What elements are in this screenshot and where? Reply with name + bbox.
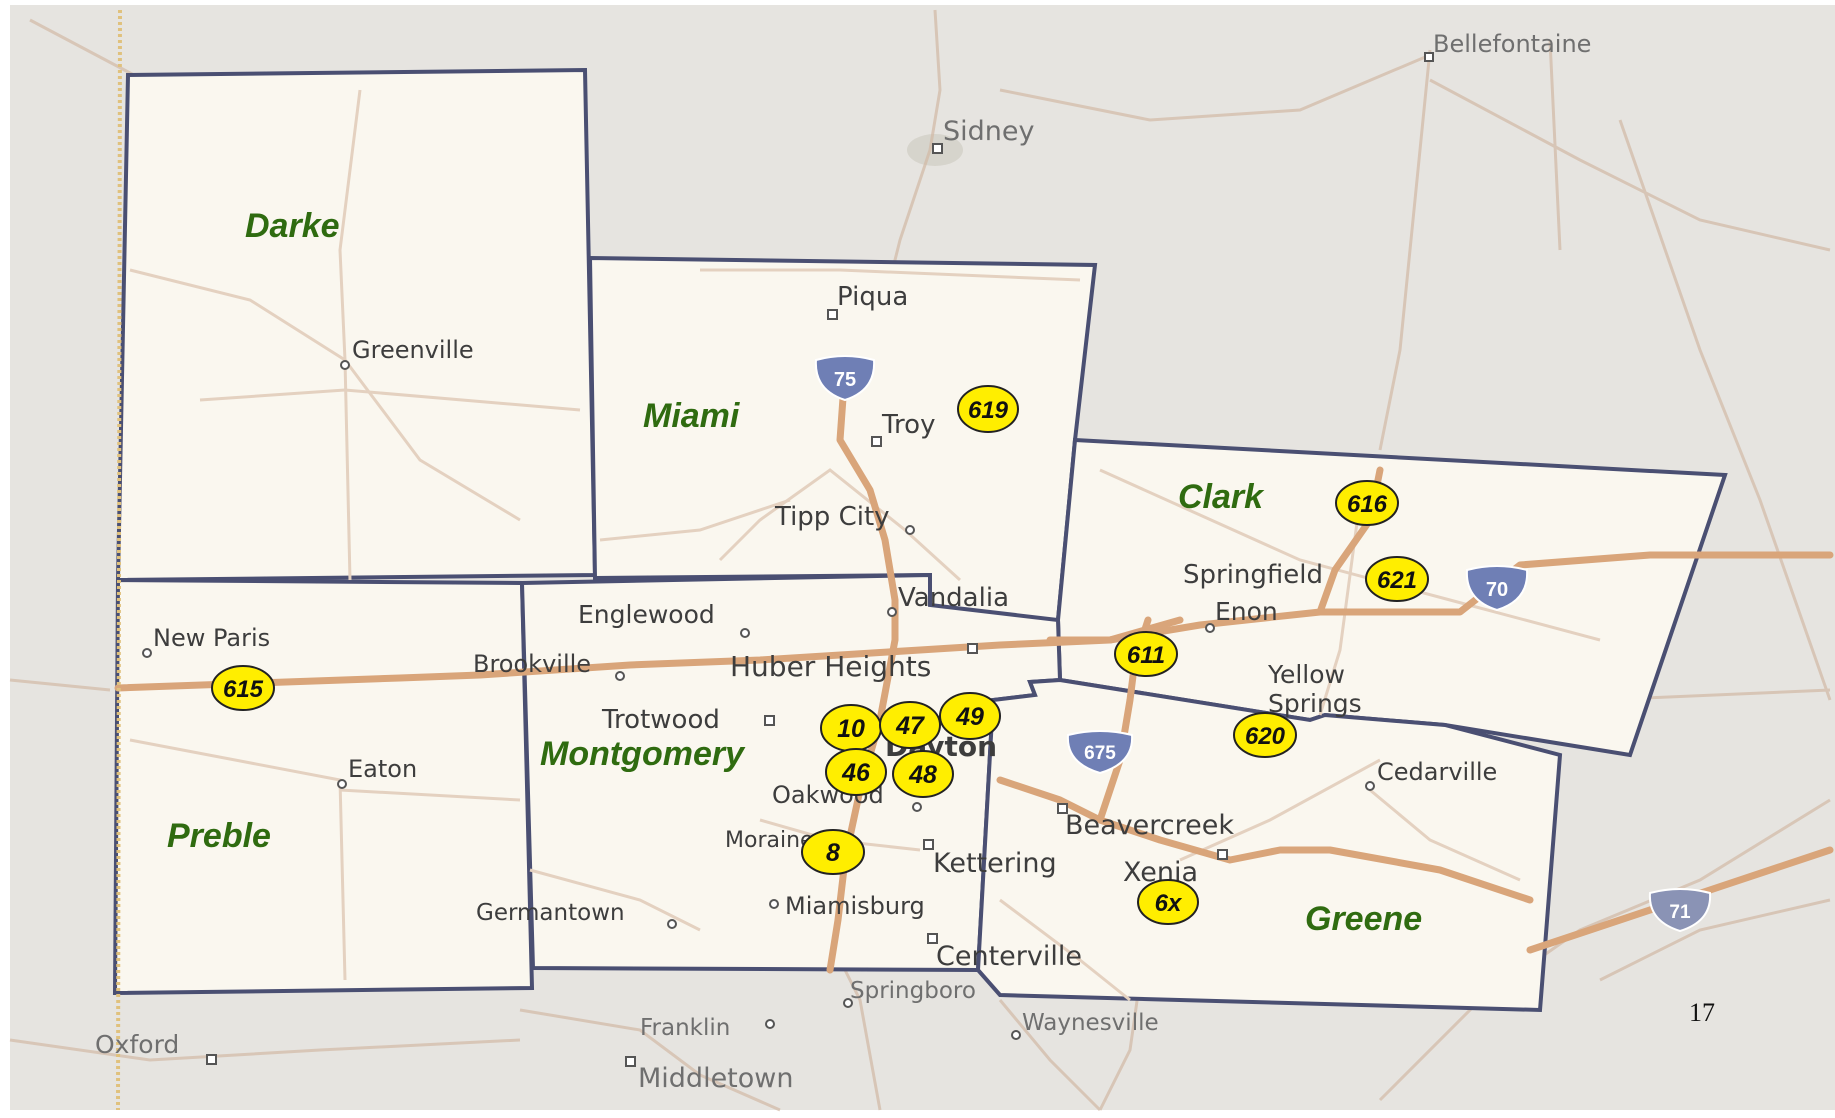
city-label-bellefontaine: Bellefontaine — [1433, 30, 1591, 58]
city-label-springboro: Springboro — [850, 978, 976, 1004]
interstate-shield-70-icon: 70 — [1465, 565, 1529, 612]
interstate-shield-71-icon: 71 — [1648, 888, 1712, 933]
route-marker-48[interactable]: 48 — [892, 750, 954, 798]
highway-us35 — [996, 776, 1534, 904]
city-label-moraine: Moraine — [725, 828, 814, 853]
city-label-huber-heights: Huber Heights — [730, 650, 931, 683]
route-marker-611[interactable]: 611 — [1114, 631, 1178, 677]
city-label-beavercreek: Beavercreek — [1065, 810, 1234, 841]
county-darke[interactable] — [115, 67, 598, 583]
city-label-yellow: Yellow — [1267, 660, 1345, 689]
county-label-miami: Miami — [643, 397, 741, 435]
svg-text:71: 71 — [1669, 902, 1691, 923]
svg-text:619: 619 — [968, 397, 1009, 424]
county-label-greene: Greene — [1305, 900, 1422, 938]
county-label-montgomery: Montgomery — [540, 735, 746, 773]
route-markers: 619 616 621 611 615 10 47 49 — [211, 385, 1429, 925]
svg-text:620: 620 — [1245, 723, 1286, 750]
route-marker-47[interactable]: 47 — [879, 701, 941, 749]
city-label-centerville: Centerville — [936, 941, 1082, 972]
svg-text:49: 49 — [955, 703, 984, 731]
svg-text:6x: 6x — [1155, 890, 1183, 917]
route-marker-619[interactable]: 619 — [957, 385, 1019, 433]
page-number: 17 — [1689, 998, 1715, 1027]
svg-text:70: 70 — [1486, 579, 1508, 601]
city-label-enon: Enon — [1215, 597, 1278, 626]
city-label-englewood: Englewood — [578, 600, 715, 629]
city-label-piqua: Piqua — [837, 282, 908, 312]
county-labels: Darke Miami Clark Preble Montgomery Gree… — [167, 207, 1422, 938]
svg-text:675: 675 — [1084, 743, 1116, 764]
svg-text:47: 47 — [895, 712, 925, 740]
city-label-trotwood: Trotwood — [601, 705, 720, 735]
route-marker-49[interactable]: 49 — [939, 692, 1001, 740]
interstate-shield-75-icon: 75 — [814, 355, 876, 402]
interstate-shields: 75 70 675 71 — [814, 355, 1712, 933]
route-marker-6x[interactable]: 6x — [1137, 879, 1199, 925]
city-label-tipp-city: Tipp City — [774, 502, 890, 532]
highway-i75 — [826, 366, 899, 974]
city-label-troy: Troy — [881, 410, 935, 440]
city-label-springs: Springs — [1268, 689, 1362, 718]
svg-text:75: 75 — [834, 369, 856, 391]
city-label-waynesville: Waynesville — [1022, 1010, 1159, 1036]
svg-text:48: 48 — [908, 761, 937, 789]
city-label-eaton: Eaton — [348, 755, 417, 783]
city-label-middletown: Middletown — [638, 1063, 794, 1094]
svg-text:10: 10 — [837, 715, 865, 743]
route-marker-8[interactable]: 8 — [801, 829, 865, 875]
city-label-springfield: Springfield — [1183, 560, 1323, 590]
city-label-miamisburg: Miamisburg — [785, 892, 925, 920]
route-marker-10[interactable]: 10 — [820, 704, 882, 752]
city-label-kettering: Kettering — [933, 848, 1057, 879]
svg-text:8: 8 — [826, 839, 840, 867]
svg-text:46: 46 — [841, 759, 871, 787]
highway-sr4 — [1046, 616, 1184, 644]
highway-i71 — [1526, 846, 1834, 954]
svg-text:615: 615 — [223, 676, 264, 703]
city-markers — [142, 52, 1434, 1067]
city-label-brookville: Brookville — [473, 650, 591, 678]
route-marker-615[interactable]: 615 — [211, 665, 275, 711]
route-marker-621[interactable]: 621 — [1365, 556, 1429, 602]
city-labels: Bellefontaine Sidney Greenville Piqua Tr… — [95, 30, 1591, 1094]
city-label-new-paris: New Paris — [153, 624, 270, 652]
interstate-shield-675-icon: 675 — [1066, 730, 1134, 775]
city-label-greenville: Greenville — [352, 336, 474, 364]
route-marker-46[interactable]: 46 — [825, 748, 887, 796]
city-label-germantown: Germantown — [476, 900, 625, 926]
county-label-preble: Preble — [167, 817, 271, 855]
city-label-cedarville: Cedarville — [1377, 758, 1497, 786]
city-label-sidney: Sidney — [943, 116, 1035, 147]
county-label-darke: Darke — [245, 207, 340, 245]
city-label-oxford: Oxford — [95, 1030, 179, 1059]
svg-text:616: 616 — [1347, 491, 1388, 518]
route-marker-620[interactable]: 620 — [1233, 712, 1297, 758]
svg-text:621: 621 — [1377, 567, 1417, 594]
city-label-franklin: Franklin — [640, 1015, 730, 1041]
city-label-vandalia: Vandalia — [898, 583, 1009, 613]
county-label-clark: Clark — [1178, 478, 1265, 516]
svg-text:611: 611 — [1127, 642, 1165, 669]
route-marker-616[interactable]: 616 — [1335, 480, 1399, 526]
